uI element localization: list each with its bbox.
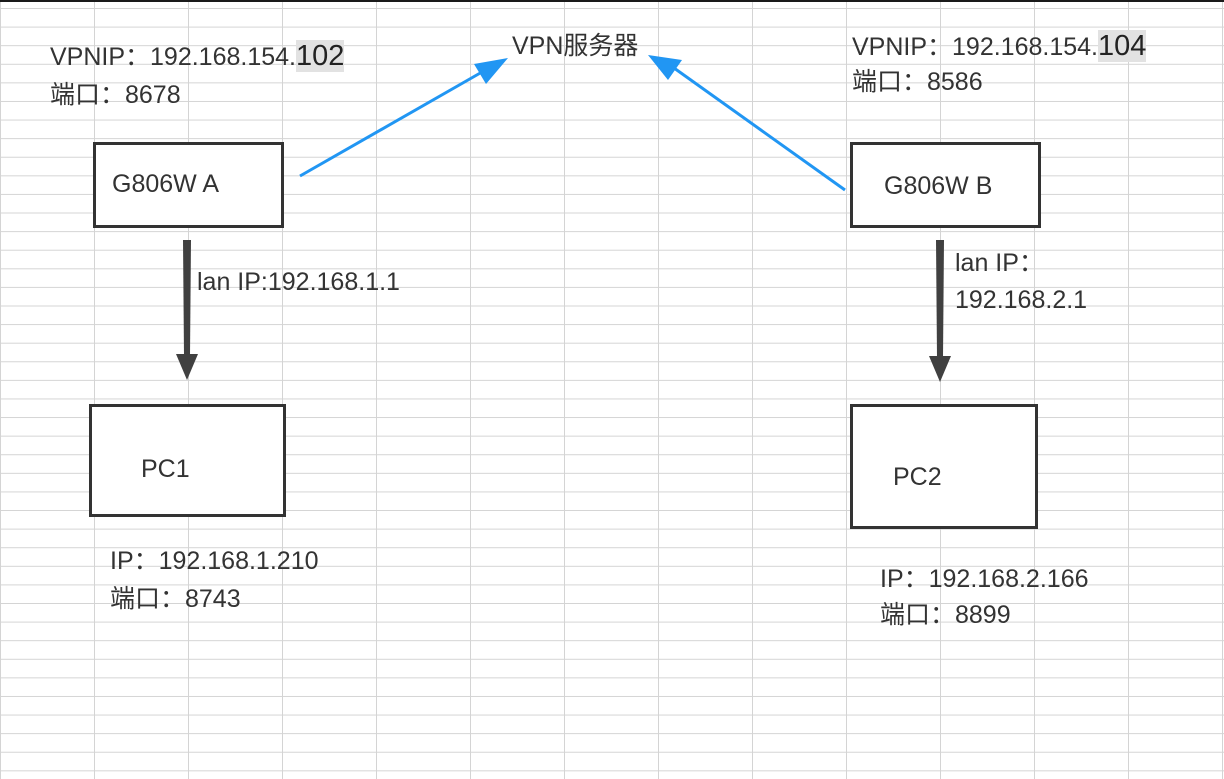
vpnip-a-prefix: VPNIP：192.168.154. [50, 43, 296, 71]
vpnip-a-label: VPNIP：192.168.154.102 [50, 38, 345, 75]
lan-ip-b-line2: 192.168.2.1 [955, 286, 1088, 314]
pc1-name: PC1 [141, 455, 190, 483]
vpnip-b-label: VPNIP：192.168.154.104 [852, 28, 1147, 65]
vpn-arrow-a [299, 58, 508, 178]
pc1-port-label: 端口：8743 [110, 585, 241, 613]
pc1-box [89, 404, 286, 517]
pc1-ip-label: IP：192.168.1.210 [110, 547, 319, 575]
lan-ip-a-label: lan IP:192.168.1.1 [197, 268, 400, 296]
vpnip-b-suffix: 104 [1098, 30, 1147, 62]
lan-ip-b-line1: lan IP： [955, 249, 1044, 277]
pc2-ip-label: IP：192.168.2.166 [880, 565, 1089, 593]
router-b-name: G806W B [884, 172, 993, 200]
pc2-name: PC2 [893, 463, 942, 491]
port-b-label: 端口：8586 [852, 68, 983, 96]
router-a-box [93, 142, 284, 228]
vpn-arrow-b [648, 55, 846, 192]
vpnip-a-suffix: 102 [296, 40, 345, 72]
lan-arrow-a [176, 240, 198, 380]
pc2-box [850, 404, 1038, 529]
router-a-name: G806W A [112, 170, 219, 198]
router-b-box [850, 142, 1041, 228]
pc2-port-label: 端口：8899 [880, 601, 1011, 629]
port-a-label: 端口：8678 [50, 81, 181, 109]
lan-arrow-b [929, 240, 951, 382]
vpn-server-label: VPN服务器 [512, 32, 639, 60]
vpnip-b-prefix: VPNIP：192.168.154. [852, 33, 1098, 61]
